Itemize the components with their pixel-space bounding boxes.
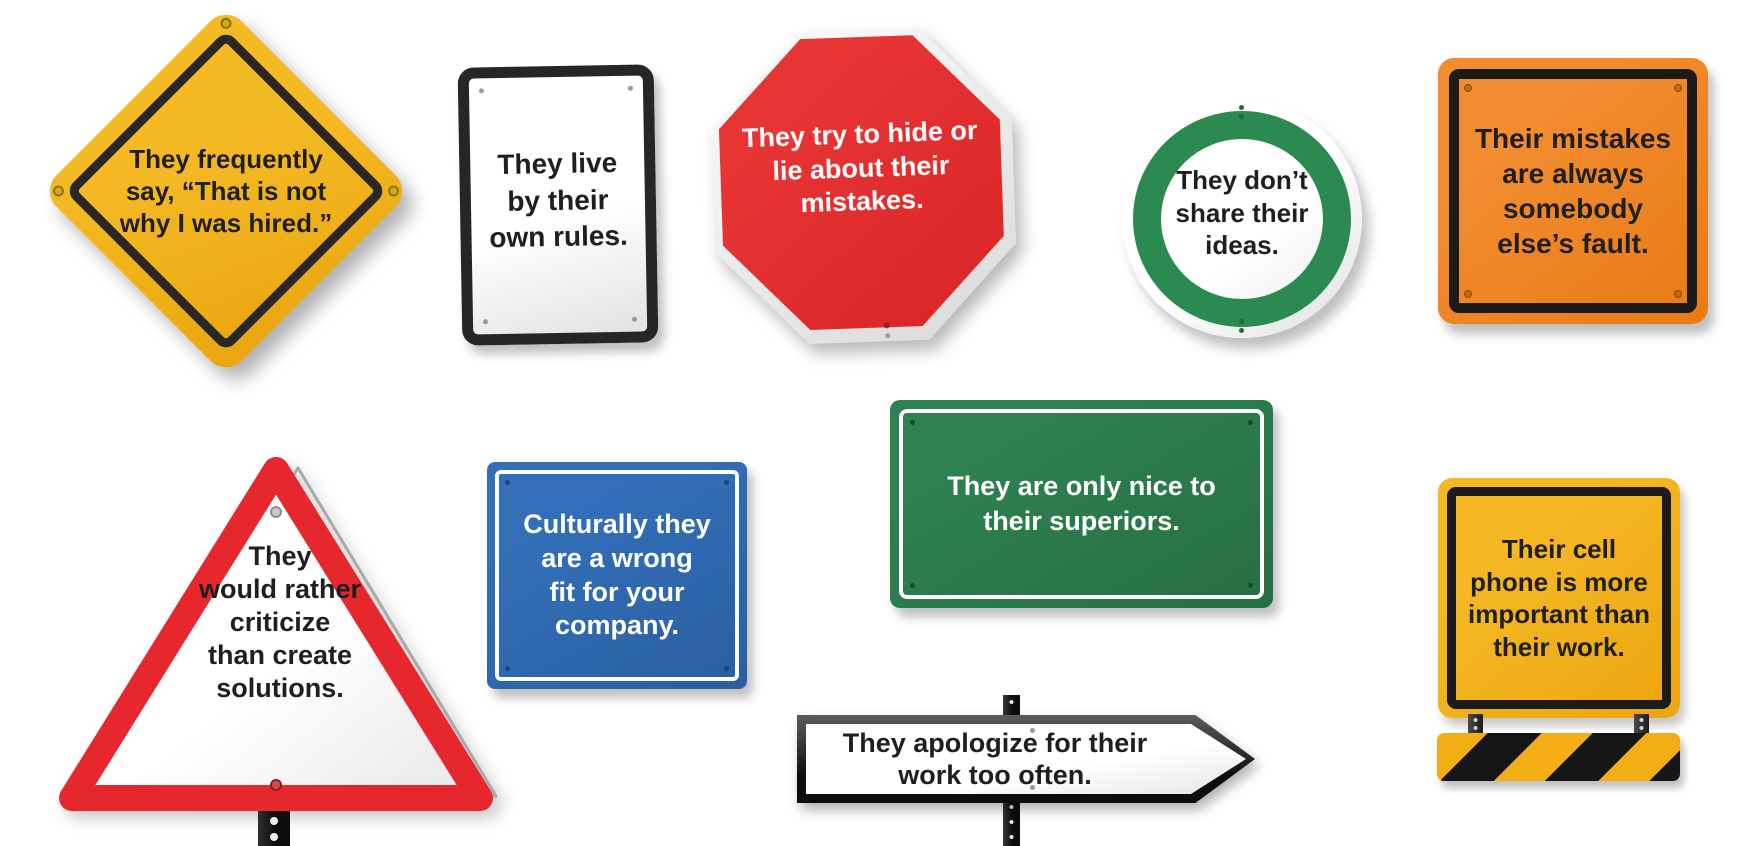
screw-icon: [1464, 84, 1472, 92]
mounting-hole-icon: [1248, 420, 1253, 425]
sign-highway-green: They are only nice to their superiors.: [890, 400, 1273, 608]
mounting-hole-icon: [724, 480, 729, 485]
arrow-plate: [806, 724, 1246, 794]
mounting-hole-icon: [1239, 328, 1244, 333]
screw-icon: [385, 183, 402, 199]
barricade-bracket: [1634, 714, 1649, 736]
mounting-hole-icon: [482, 319, 489, 325]
sign-text: They apologize for their work too often.: [842, 727, 1148, 790]
sign-roadwork-yellow: Their cell phone is more important than …: [1438, 478, 1680, 718]
screw-icon: [50, 183, 67, 199]
mounting-hole-icon: [1248, 583, 1253, 588]
sign-regulatory-white: They live by their own rules.: [457, 64, 659, 346]
triangle-graphic: [59, 457, 498, 811]
mounting-hole-icon: [1239, 105, 1244, 110]
sign-post: [258, 811, 290, 846]
sign-warning-diamond: They frequently say, “That is not why I …: [40, 5, 412, 377]
sign-yield-triangle: They would rather criticize than create …: [48, 448, 498, 828]
sign-text: They frequently say, “That is not why I …: [119, 143, 333, 239]
sign-text: Their mistakes are always somebody else’…: [1474, 123, 1672, 259]
circle-plate: They don’t share their ideas.: [1133, 111, 1351, 327]
mounting-hole-icon: [1239, 319, 1244, 324]
green-inner-border: [899, 409, 1264, 599]
sign-text: They try to hide or lie about their mist…: [741, 114, 978, 219]
sign-text: They would rather criticize than create …: [198, 541, 361, 703]
mounting-hole-icon: [478, 88, 485, 94]
mounting-hole-icon: [1239, 114, 1244, 119]
mounting-hole-icon: [505, 480, 510, 485]
mounting-hole-icon: [724, 666, 729, 671]
screw-icon: [270, 779, 282, 791]
sign-text: Culturally they are a wrong fit for your…: [523, 509, 711, 641]
sign-text: They live by their own rules.: [489, 147, 629, 254]
mounting-hole-icon: [631, 316, 638, 322]
blue-inner-border: [495, 470, 739, 681]
screw-icon: [1030, 728, 1035, 733]
screw-icon: [1030, 785, 1035, 790]
sign-stop-octagon: They try to hide or lie about their mist…: [709, 25, 1020, 347]
screw-icon: [270, 506, 282, 518]
hazard-stripe-bar: [1437, 733, 1680, 781]
sign-text: They don’t share their ideas.: [1175, 165, 1309, 261]
sign-info-blue: Culturally they are a wrong fit for your…: [487, 462, 747, 689]
mounting-hole-icon: [505, 666, 510, 671]
sign-construction-orange: Their mistakes are always somebody else’…: [1438, 58, 1708, 324]
sign-direction-arrow: They apologize for their work too often.: [797, 715, 1255, 803]
mounting-hole-icon: [910, 583, 915, 588]
screw-icon: [1674, 84, 1682, 92]
sign-ring-circle: They don’t share their ideas.: [1122, 100, 1362, 338]
sign-text: Their cell phone is more important than …: [1468, 534, 1650, 662]
mounting-hole-icon: [627, 85, 634, 91]
screw-icon: [1464, 290, 1472, 298]
screw-icon: [218, 15, 234, 32]
orange-inner-border: [1449, 69, 1697, 313]
diamond-plate: They frequently say, “That is not why I …: [40, 5, 412, 377]
yellow-inner-border: [1447, 487, 1671, 709]
mounting-hole-icon: [910, 420, 915, 425]
triangle-plate: [59, 457, 493, 811]
barricade-bracket: [1468, 714, 1483, 736]
sign-text: They are only nice to their superiors.: [947, 470, 1216, 536]
screw-icon: [1674, 290, 1682, 298]
